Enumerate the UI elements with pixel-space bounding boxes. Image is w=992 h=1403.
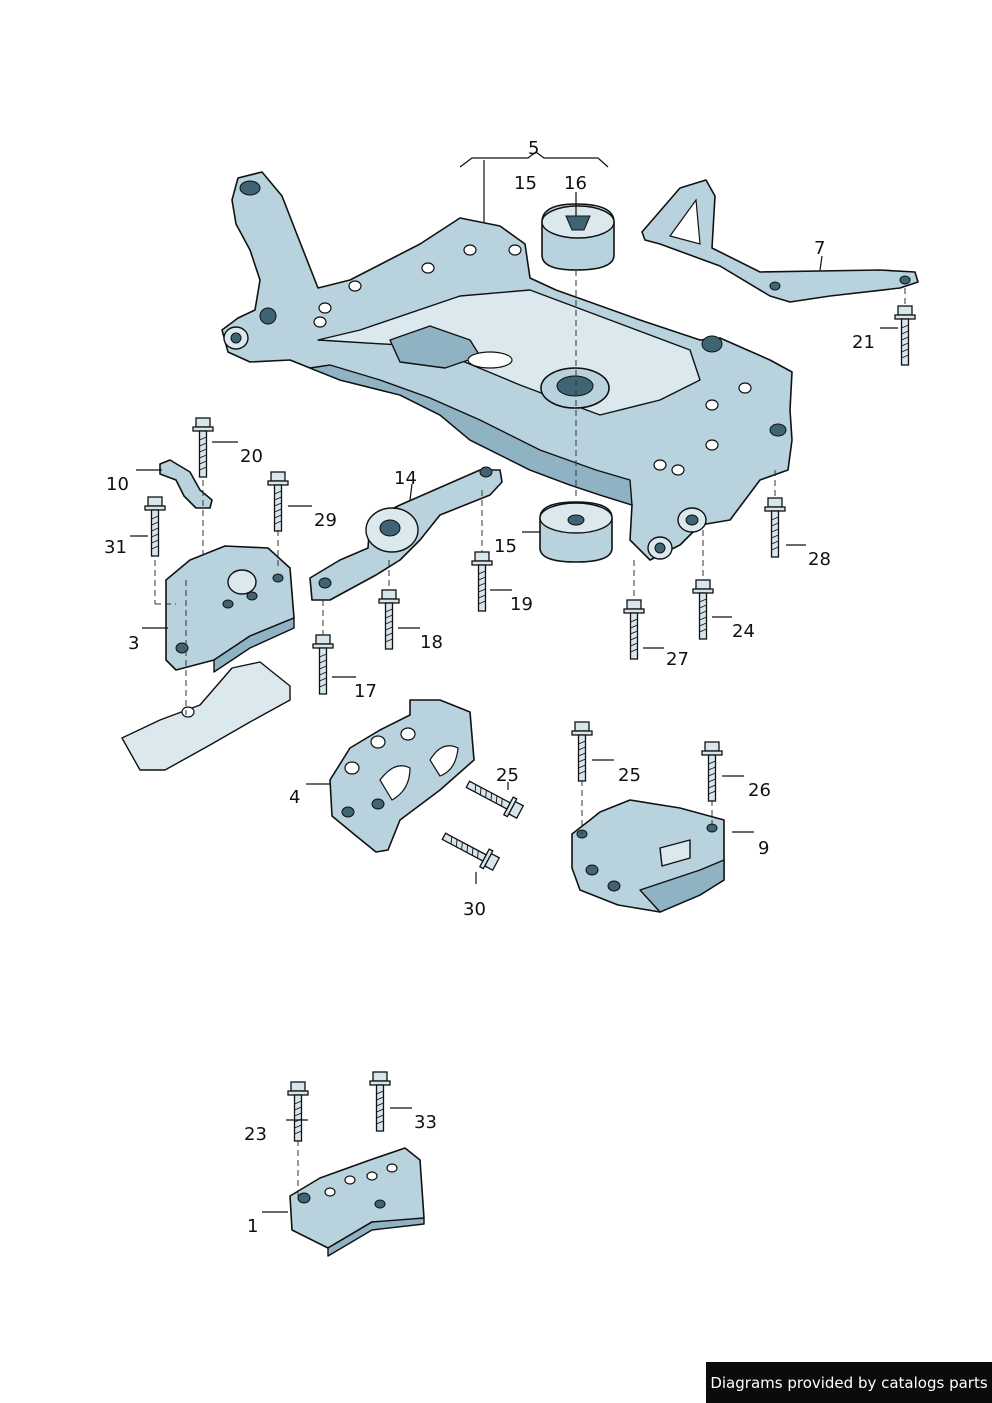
bolt-30-angled [438,826,502,874]
bolt-29 [267,471,289,532]
callout-30: 30 [463,899,486,920]
callout-19: 19 [510,594,533,615]
rubber-bush-upper [541,203,615,271]
engine-support [329,699,475,853]
callout-29: 29 [314,510,337,531]
alignment-lines [154,270,906,1196]
bolt-27 [623,599,645,660]
callout-7: 7 [814,238,825,259]
callout-10: 10 [106,474,129,495]
bolt-28 [764,497,786,558]
callout-18: 18 [420,632,443,653]
callout-25-right: 25 [618,765,641,786]
subframe [221,171,793,561]
body-bracket-partial [121,661,291,771]
stud-33 [369,1071,391,1132]
support-bracket [289,1147,425,1257]
credit-text: Diagrams provided by catalogs parts [710,1373,988,1392]
bolt-19 [471,551,493,612]
bolt-23 [287,1081,309,1142]
bolt-17 [312,634,334,695]
callout-28: 28 [808,549,831,570]
callout-15-top: 15 [514,173,537,194]
callout-23: 23 [244,1124,267,1145]
callout-24: 24 [732,621,755,642]
callout-labels: 5 15 16 7 21 20 10 14 29 31 15 28 19 24 … [104,138,875,1237]
callout-20: 20 [240,446,263,467]
callout-4: 4 [289,787,300,808]
bolt-31 [144,496,166,557]
callout-31: 31 [104,537,127,558]
bolt-18 [378,589,400,650]
callout-14: 14 [394,468,417,489]
leader-lines [130,151,898,1213]
callout-33: 33 [414,1112,437,1133]
bolt-25 [571,721,593,782]
bolt-21 [894,305,916,366]
callout-27: 27 [666,649,689,670]
callout-21: 21 [852,332,875,353]
gearbox-mount [571,799,725,913]
credit-footer: Diagrams provided by catalogs parts [706,1362,992,1403]
bolt-26 [701,741,723,802]
bracket-small [159,459,213,509]
rubber-bush-lower [539,501,613,563]
bolt-20 [192,417,214,478]
callout-5: 5 [528,138,539,159]
callout-26: 26 [748,780,771,801]
callout-17: 17 [354,681,377,702]
callout-9: 9 [758,838,769,859]
stay-bracket [641,179,919,303]
callout-15-lower: 15 [494,536,517,557]
engine-mount-left [165,545,295,673]
callout-3: 3 [128,633,139,654]
callout-25-left: 25 [496,765,519,786]
bolt-24 [692,579,714,640]
callout-16: 16 [564,173,587,194]
callout-1: 1 [247,1216,258,1237]
pendulum-support [309,466,503,601]
